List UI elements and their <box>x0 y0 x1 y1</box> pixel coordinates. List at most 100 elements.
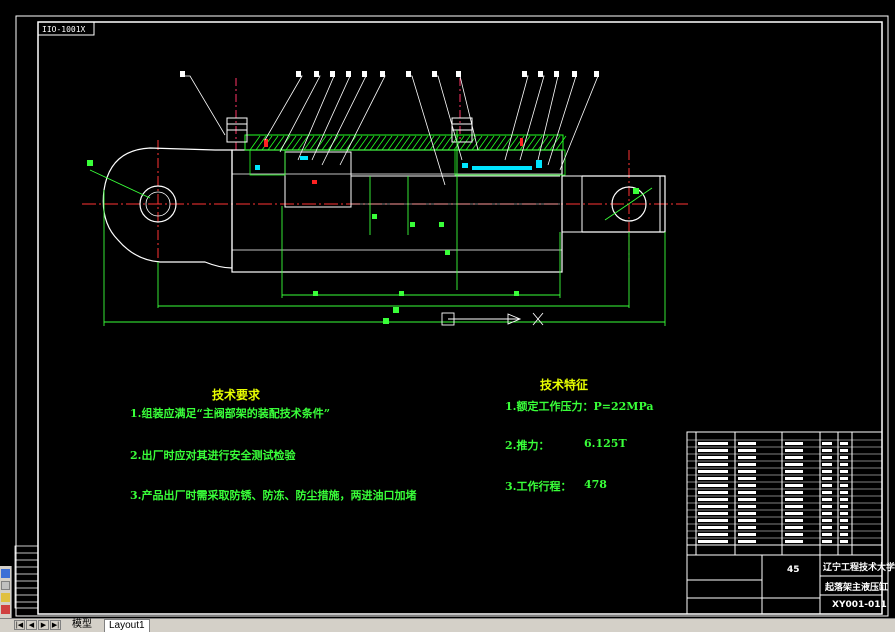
title-block-cell-text <box>698 442 728 445</box>
spec-2-value: 6.125T <box>584 437 627 450</box>
spec-3-label: 3.工作行程： <box>505 480 572 493</box>
part-number-mark <box>406 71 411 77</box>
piston-rod <box>561 175 583 233</box>
part-number-mark <box>362 71 367 77</box>
title-block-cell-text <box>698 498 728 501</box>
title-block-cell-text <box>738 442 756 445</box>
title-block-cell-text <box>785 512 803 515</box>
dimensions <box>89 130 666 326</box>
hatch-line <box>453 135 465 151</box>
zoom-icon[interactable] <box>1 593 10 602</box>
title-block-cell-text <box>822 463 832 466</box>
title-block-cell-text <box>840 519 848 522</box>
tab-layout1[interactable]: Layout1 <box>104 619 150 632</box>
title-block-cell-text <box>698 456 728 459</box>
title-block-cell-text <box>822 512 832 515</box>
red-seals <box>264 138 523 184</box>
ucs-panel-lines <box>14 545 39 609</box>
hatch-line <box>321 135 333 151</box>
prev-tab-icon[interactable]: ◀ <box>26 620 37 630</box>
title-block-cell-text <box>698 484 728 487</box>
hatch-line <box>417 135 429 151</box>
layout-tab-bar: |◀ ◀ ▶ ▶| 模型 Layout1 <box>0 618 895 632</box>
layer-icon[interactable] <box>1 581 10 590</box>
hatch-line <box>369 135 381 151</box>
requirement-3: 3.产品出厂时需采取防锈、防冻、防尘措施，两进油口加堵 <box>130 489 417 502</box>
hatch-line <box>459 135 471 151</box>
oil-port-right <box>451 117 473 143</box>
next-tab-icon[interactable]: ▶ <box>38 620 49 630</box>
part-number-mark <box>180 71 185 77</box>
title-block-cell-text <box>840 449 848 452</box>
title-block-cell-text <box>738 540 756 543</box>
title-block-cell-text <box>785 519 803 522</box>
title-block-cell-text <box>698 463 728 466</box>
title-block-cell-text <box>822 505 832 508</box>
title-block-cell-text <box>698 477 728 480</box>
tab-model[interactable]: 模型 <box>68 619 96 631</box>
requirements-title: 技术要求 <box>212 388 261 402</box>
title-block-cell-text <box>698 512 728 515</box>
hatch-line <box>441 135 453 151</box>
title-block-cell-text <box>738 505 756 508</box>
hatch-top-wall <box>244 134 567 151</box>
requirement-1: 1.组装应满足“主阀部架的装配技术条件” <box>130 407 331 420</box>
hatch-line <box>309 135 321 151</box>
hatch-line <box>471 135 483 151</box>
title-block-cell-text <box>822 456 832 459</box>
rod-pin-hole <box>611 186 647 222</box>
hatch-line <box>477 135 489 151</box>
part-number-mark <box>296 71 301 77</box>
properties-icon[interactable] <box>1 605 10 614</box>
hatch-line <box>447 135 459 151</box>
hatch-line <box>465 135 477 151</box>
title-block-cell-text <box>840 498 848 501</box>
hatch-line <box>291 135 303 151</box>
hatch-line <box>483 135 495 151</box>
hatch-line <box>351 135 363 151</box>
drawing-viewport[interactable]: IIO-1001X <box>0 0 895 618</box>
pan-icon[interactable] <box>1 569 10 578</box>
first-tab-icon[interactable]: |◀ <box>14 620 25 630</box>
title-block-cell-text <box>822 477 832 480</box>
title-block-cell-text <box>840 484 848 487</box>
hatch-line <box>357 135 369 151</box>
title-block-cell-text <box>698 519 728 522</box>
part-number-mark <box>330 71 335 77</box>
title-block-cell-text <box>738 456 756 459</box>
title-block-part-name: 起落架主液压缸 <box>825 583 889 593</box>
title-block-cell-text <box>840 491 848 494</box>
title-block-cell-text <box>822 449 832 452</box>
hatch-line <box>255 135 267 151</box>
dimension-marks <box>87 160 639 324</box>
part-number-mark <box>346 71 351 77</box>
title-block-material: 45 <box>787 565 800 575</box>
title-block-cell-text <box>840 470 848 473</box>
hatch-line <box>375 135 387 151</box>
title-block-cell-text <box>840 477 848 480</box>
clevis-eye-outline <box>102 147 233 269</box>
title-block-cell-text <box>738 470 756 473</box>
title-block-cell-text <box>785 526 803 529</box>
title-block-cell-text <box>822 484 832 487</box>
title-block-cell-text <box>738 477 756 480</box>
last-tab-icon[interactable]: ▶| <box>50 620 61 630</box>
title-block-cell-text <box>840 533 848 536</box>
title-block-cell-text <box>698 470 728 473</box>
ucs-icon <box>441 312 544 326</box>
hatch-line <box>387 135 399 151</box>
title-block-drawing-no: XY001-011 <box>832 600 887 610</box>
title-block-cell-text <box>698 491 728 494</box>
hatch-line <box>423 135 435 151</box>
title-block-cell-text <box>785 477 803 480</box>
stamp-text: IIO-1001X <box>42 25 86 34</box>
part-number-mark <box>572 71 577 77</box>
side-toolbar <box>0 566 12 618</box>
oil-port-left <box>226 117 248 143</box>
title-block-cell-text <box>785 449 803 452</box>
title-block-cell-text <box>738 498 756 501</box>
part-number-mark <box>380 71 385 77</box>
title-block-cell-text <box>785 463 803 466</box>
title-block-cell-text <box>738 512 756 515</box>
part-number-mark <box>554 71 559 77</box>
